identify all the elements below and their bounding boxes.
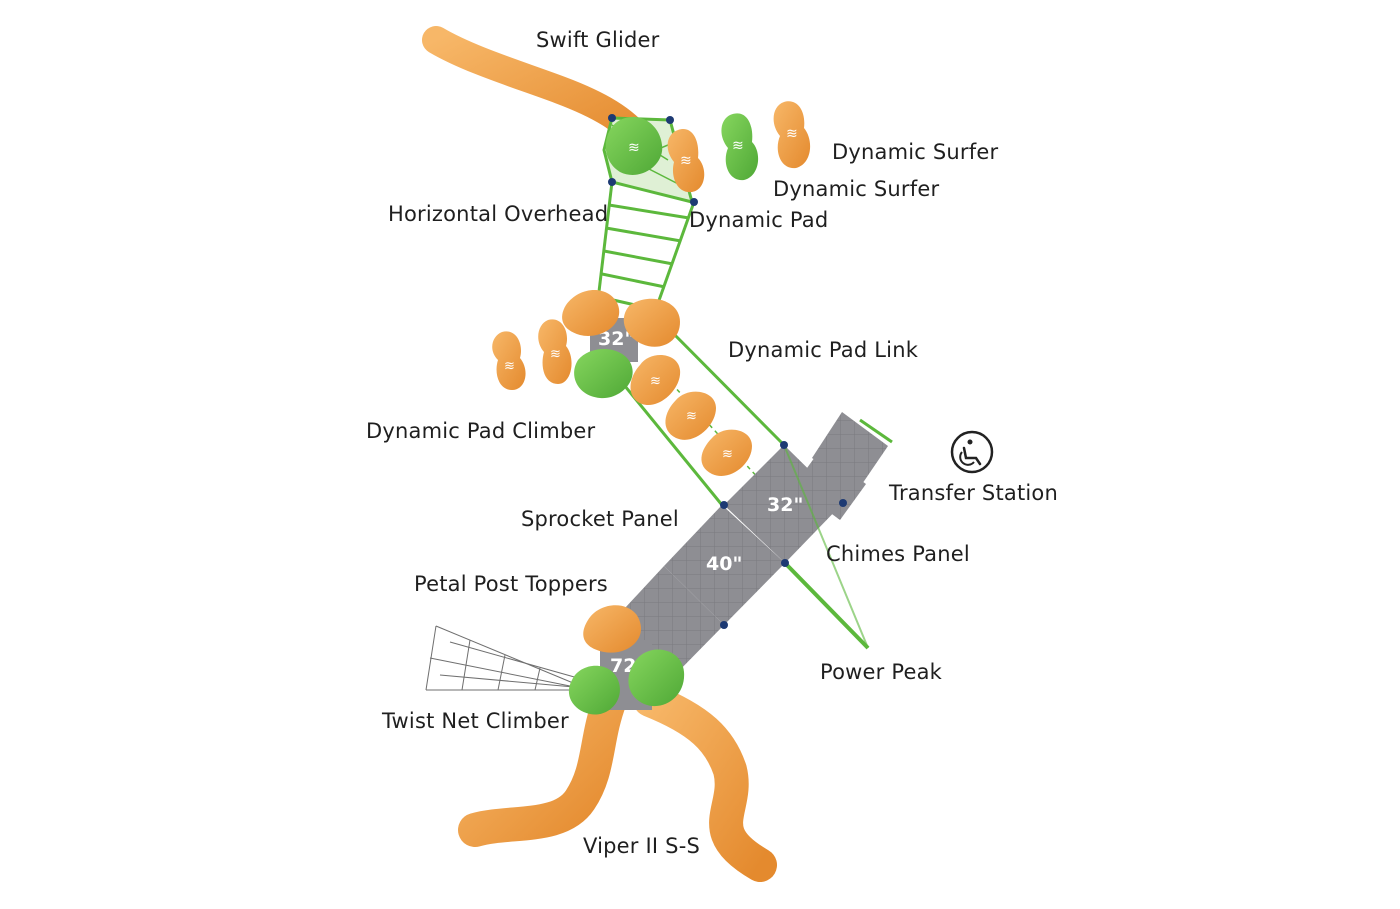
label-petal-post-toppers: Petal Post Toppers [414,572,608,596]
label-dynamic-pad: Dynamic Pad [689,208,829,232]
label-dynamic-pad-climber: Dynamic Pad Climber [366,419,596,443]
pad-wave-icon: ≋ [680,153,692,169]
label-swift-glider: Swift Glider [536,28,660,52]
middle-deck-height: 32" [767,494,803,516]
upper-deck-height: 32" [598,328,634,350]
dynamic-surfer-orange [773,101,811,169]
label-twist-net-climber: Twist Net Climber [382,709,569,733]
power-peak-pole [783,561,870,650]
petal-topper-bottom-orange [583,605,642,653]
dynamic-surfer-green [721,113,759,181]
pad-wave-icon: ≋ [504,359,515,374]
twist-net-climber [425,625,591,691]
dynamic-pad-climber-1 [492,331,526,390]
label-dynamic-pad-link: Dynamic Pad Link [728,338,919,362]
label-viper-slide: Viper II S-S [583,834,700,858]
label-dynamic-surfer-2: Dynamic Surfer [773,177,940,201]
petal-topper-upper-green [574,348,633,399]
deck-posts [720,441,847,629]
dynamic-pad-orange [667,129,705,193]
viper-slide-right [633,683,777,882]
pad-wave-icon: ≋ [786,126,798,142]
pad-wave-icon: ≋ [686,409,697,424]
pad-wave-icon: ≋ [628,140,640,156]
label-sprocket-panel: Sprocket Panel [521,507,679,531]
dynamic-pad-link-1 [630,354,681,406]
viper-slide-left [458,683,627,847]
label-power-peak: Power Peak [820,660,943,684]
pad-wave-icon: ≋ [550,347,561,362]
label-chimes-panel: Chimes Panel [826,542,970,566]
pad-wave-icon: ≋ [650,374,661,389]
dynamic-pad-link-3 [701,429,752,476]
lower-deck [664,505,785,625]
petal-topper-upper-right [623,298,680,347]
label-horizontal-overhead: Horizontal Overhead [388,202,609,226]
dynamic-pad-climber-2 [538,319,572,384]
lower-deck-height: 40" [706,553,742,575]
dynamic-pad-green-top [605,116,663,175]
petal-topper-bottom-green-right [628,649,685,707]
wheelchair-icon [950,430,994,474]
dynamic-pad-link-2 [665,391,716,440]
petal-topper-bottom-green-left [568,665,620,715]
pad-wave-icon: ≋ [722,447,733,462]
lower-stairs [612,566,724,680]
petal-topper-upper-left [562,290,620,336]
pad-wave-icon: ≋ [732,138,744,154]
horizontal-overhead-ladder [596,181,696,321]
transfer-station [794,412,893,520]
label-transfer-station: Transfer Station [889,481,1058,505]
label-dynamic-surfer-1: Dynamic Surfer [832,140,999,164]
middle-deck [724,445,843,563]
